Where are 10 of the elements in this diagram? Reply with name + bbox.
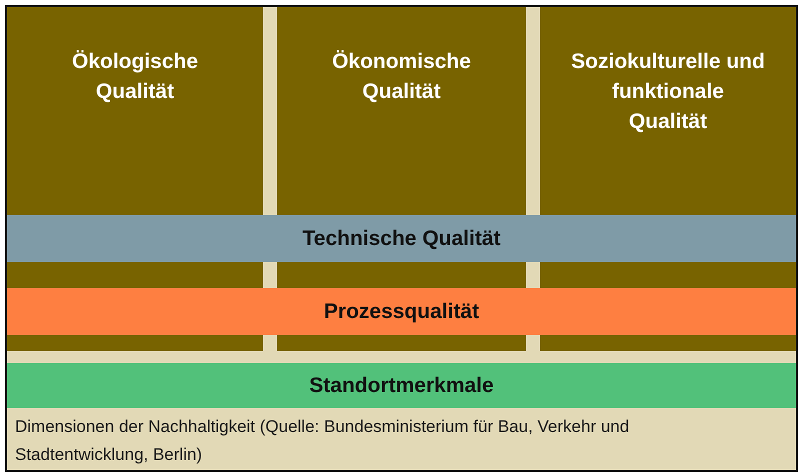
caption-text: Dimensionen der Nachhaltigkeit (Quelle: Bundesministerium für Bau, Verkehr und Stadtentwicklung, Berlin)	[15, 416, 630, 466]
column-title: Soziokulturelle und funktionale Qualität	[570, 49, 766, 135]
layer-band	[7, 363, 796, 408]
band-label: Prozessqualität	[324, 299, 480, 325]
band-label: Technische Qualität	[302, 226, 500, 252]
band-label: Standortmerkmale	[309, 373, 494, 399]
layer-band	[7, 288, 796, 335]
column-title: Ökonomische Qualität	[331, 49, 472, 105]
layer-band	[7, 215, 796, 262]
column-title: Ökologische Qualität	[70, 49, 200, 105]
